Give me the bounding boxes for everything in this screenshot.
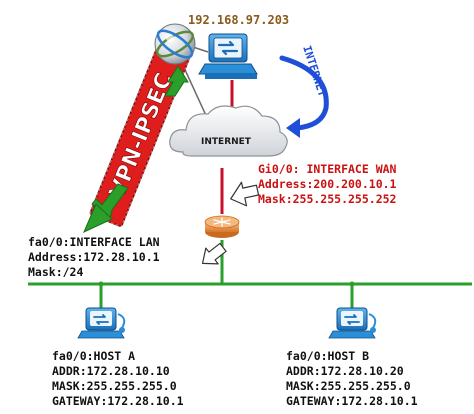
host-b-addr: ADDR:172.28.10.20: [286, 364, 404, 378]
host-a-addr: ADDR:172.28.10.10: [52, 364, 170, 378]
public-host-pc-icon: [198, 33, 258, 79]
host-a-gateway: GATEWAY:172.28.10.1: [52, 394, 184, 408]
lan-connector-b: [349, 281, 355, 287]
host-a-pc-icon: [77, 307, 126, 339]
lan-interface-name: fa0/0:INTERFACE LAN: [28, 235, 160, 249]
wan-interface-address: Address:200.200.10.1: [258, 177, 397, 191]
cloud-label: INTERNET: [201, 137, 252, 147]
lan-interface-address: Address:172.28.10.1: [28, 250, 160, 264]
host-a-mask: MASK:255.255.255.0: [52, 379, 177, 393]
wan-interface-mask: Mask:255.255.255.252: [258, 192, 396, 206]
vpn-arrow-down: [83, 183, 129, 234]
router-icon: [204, 215, 240, 238]
host-b-gateway: GATEWAY:172.28.10.1: [286, 394, 418, 408]
lan-connector-a: [98, 281, 104, 287]
wan-pointer-arrow: [230, 181, 260, 207]
host-b-pc-icon: [328, 307, 377, 339]
internet-cloud-icon: INTERNET: [169, 105, 288, 157]
wan-interface-name: Gi0/0: INTERFACE WAN: [258, 162, 397, 176]
globe-icon: [154, 23, 196, 65]
host-b-name: fa0/0:HOST B: [286, 349, 369, 363]
internet-arrow-icon: [279, 55, 329, 138]
lan-interface-mask: Mask:/24: [28, 265, 83, 279]
public-host-ip: 192.168.97.203: [188, 13, 289, 27]
vpn-arrow-up: [164, 65, 189, 97]
host-a-name: fa0/0:HOST A: [52, 349, 135, 363]
host-b-mask: MASK:255.255.255.0: [286, 379, 411, 393]
lan-pointer-arrow: [201, 242, 227, 265]
